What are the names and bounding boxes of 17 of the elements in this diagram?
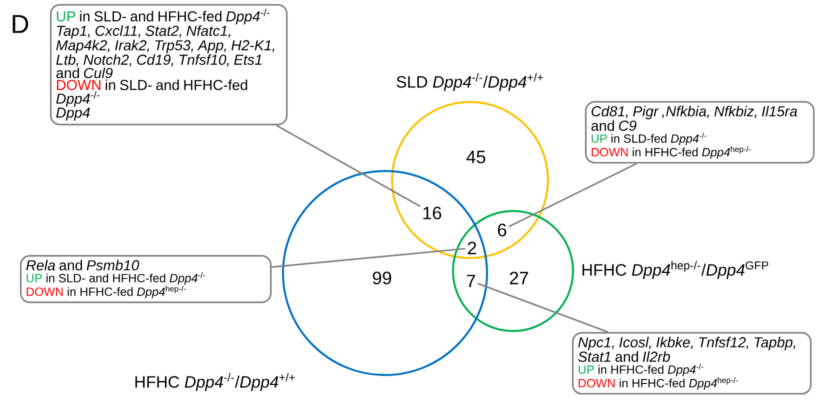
callout-box: Npc1, Icosl, Ikbke, Tnfsf12, Tapbp, Stat1 and Il2rb UP in HFHC-fed Dpp4$^{-/-}$ DOWN in HFHC-fed Dpp4$^{hep-/-}$ [572,332,812,395]
set-label: HFHC Dpp4$^{hep-/-}$/Dpp4$^{GFP}$ [582,261,768,279]
region-count: 2 [468,242,476,254]
set-label: SLD Dpp4$^{-/-}$/Dpp4$^{+/+}$ [396,73,544,91]
region-count: 27 [510,272,528,284]
callout-box: UP in SLD- and HFHC-fed Dpp4$^{-/-}$ Tap1, Cxcl11, Stat2, Nfatc1, Map4k2, Irak2, Trp53, App, H2-K1, Ltb, Notch2, Cd19, Tnfsf10, Ets1 and Cul9 DOWN in SLD- and HFHC-fed Dpp4$^{-/-}$ Dpp4 [50,4,288,126]
region-count: 45 [466,150,486,164]
region-count: 6 [498,224,506,236]
leader-line [276,124,421,208]
set-label: HFHC Dpp4$^{-/-}$/Dpp4$^{+/+}$ [135,373,295,391]
callout-box: Cd81, Pigr ,Nfkbia, Nfkbiz, Il15ra and C9 UP in SLD-fed Dpp4$^{-/-}$ DOWN in HFHC-fed Dpp4$^{hep-/-}$ [585,101,815,164]
leader-line [508,162,637,228]
leader-line [477,282,608,333]
callout-box: Rela and Psmb10 UP in SLD- and HFHC-fed Dpp4$^{-/-}$ DOWN in HFHC-fed Dpp4$^{hep-/-}$ [20,255,272,304]
region-count: 16 [423,206,442,220]
region-count: 7 [466,274,476,288]
region-count: 99 [372,272,392,284]
